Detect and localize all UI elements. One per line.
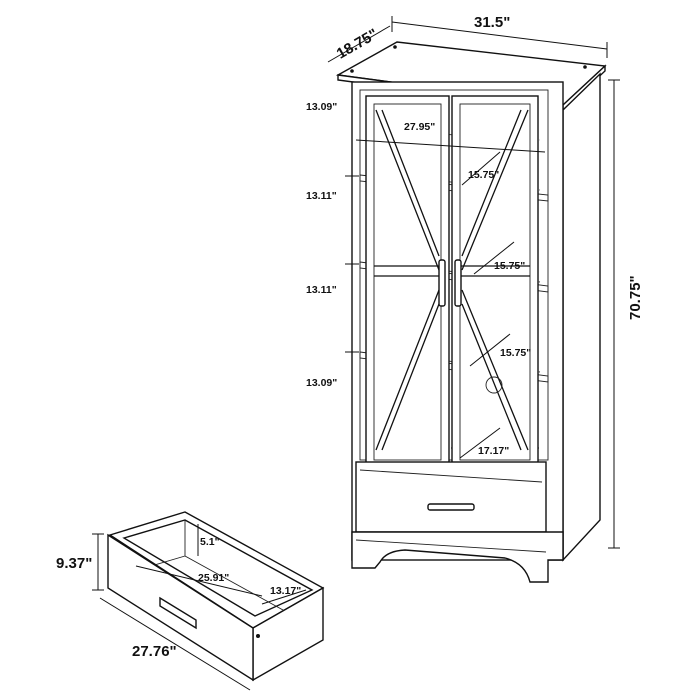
bottom-depth-line <box>459 427 501 459</box>
drawer-handle-icon[interactable] <box>159 596 197 630</box>
shelf-depth-label: 15.75" <box>468 169 499 181</box>
drawer-inner-width-label: 25.91" <box>198 572 229 584</box>
base-trim <box>355 539 547 553</box>
left-door-handle-icon[interactable] <box>438 259 446 307</box>
drawer-width-dimension-line <box>99 597 251 691</box>
left-door-brace <box>375 289 440 451</box>
drawer-screw-icon <box>256 634 260 638</box>
shelf-gap-label: 13.09" <box>306 377 337 389</box>
top-screw-icon <box>393 45 397 49</box>
right-door-brace <box>461 289 529 451</box>
drawer-height-label: 9.37" <box>56 555 92 572</box>
shelf-depth-line <box>473 241 515 275</box>
right-door-brace <box>461 109 529 271</box>
hinge-cutout-icon <box>485 376 503 394</box>
shelf-depth-line <box>469 333 511 367</box>
cabinet-width-label: 31.5" <box>474 14 510 31</box>
cabinet-drawer-handle-icon[interactable] <box>427 503 475 511</box>
inner-width-label: 27.95" <box>404 121 435 133</box>
right-door-brace <box>461 109 522 257</box>
inner-width-dimension-line <box>355 139 546 153</box>
cabinet-drawer-front[interactable] <box>355 461 547 533</box>
left-door-brace <box>375 109 440 271</box>
drawer-drawing <box>107 511 325 682</box>
shelf-gap-label: 13.11" <box>306 284 337 296</box>
left-door-brace <box>381 303 440 451</box>
top-screw-icon <box>583 65 587 69</box>
shelf-depth-label: 15.75" <box>500 347 531 359</box>
cabinet-height-label: 70.75" <box>627 275 644 320</box>
cabinet-side-panel <box>562 72 601 562</box>
shelf-depth-label: 15.75" <box>494 260 525 272</box>
shelf-depth-line <box>461 151 501 186</box>
left-door[interactable] <box>365 95 450 469</box>
drawer-dimensions: 9.37" 27.76" 5.1" 25.91" 13.17" <box>56 524 307 691</box>
right-door[interactable] <box>451 95 539 469</box>
drawer-box-inner <box>122 519 314 617</box>
drawer-top-edge <box>359 469 543 483</box>
shelf-gap-label: 13.11" <box>306 190 337 202</box>
right-door-handle-icon[interactable] <box>454 259 462 307</box>
cabinet-drawing <box>335 41 607 583</box>
depth-dimension-line <box>327 25 391 63</box>
top-screw-icon <box>350 69 354 73</box>
drawer-inner-depth-label: 13.17" <box>270 585 301 597</box>
left-door-brace <box>381 109 440 257</box>
bottom-depth-label: 17.17" <box>478 445 509 457</box>
shelf-gap-label: 13.09" <box>306 101 337 113</box>
drawer-width-label: 27.76" <box>132 643 177 660</box>
width-dimension-line <box>391 21 608 50</box>
drawer-inner-width-line <box>135 565 263 597</box>
drawer-inner-height-label: 5.1" <box>200 536 220 548</box>
drawer-front[interactable] <box>107 533 254 682</box>
drawer-inner-depth-line <box>261 589 307 605</box>
cabinet-base <box>351 531 564 583</box>
